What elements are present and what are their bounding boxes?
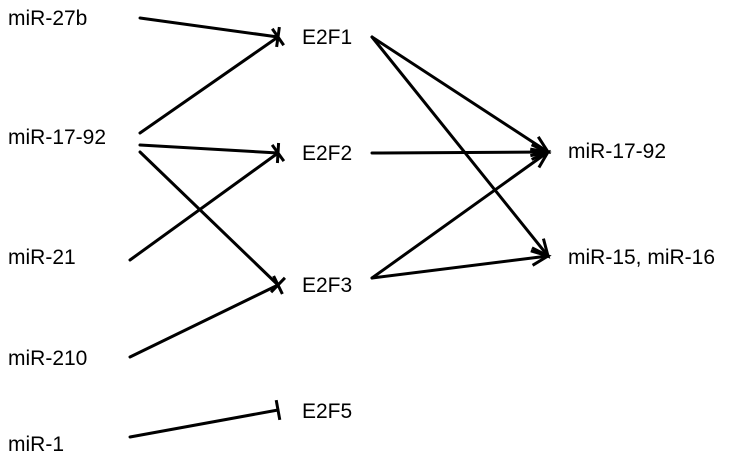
edges-layer: [128, 16, 552, 439]
node-mir21: miR-21: [8, 246, 76, 269]
edge-mir1-to-e2f5: [128, 399, 282, 439]
node-mir1: miR-1: [8, 433, 64, 456]
edge-mir21-to-e2f2: [128, 144, 286, 262]
edge-mir1792a-to-e2f2: [138, 142, 281, 164]
edge-mir1792a-to-e2f3: [138, 150, 287, 294]
edge-e2f1-to-mir1516: [370, 35, 551, 259]
inhibition-bar: [274, 399, 282, 421]
edge-mir27b-to-e2f1: [138, 16, 281, 48]
nodes-layer: miR-27b miR-17-92 miR-21 miR-210 miR-1 E…: [8, 7, 715, 456]
node-mir210: miR-210: [8, 347, 87, 370]
node-mir1516: miR-15, miR-16: [568, 246, 715, 269]
node-mir1792a: miR-17-92: [8, 126, 106, 149]
node-e2f1: E2F1: [302, 26, 352, 49]
arrowhead: [530, 149, 551, 169]
node-e2f5: E2F5: [302, 400, 352, 423]
edge-e2f1-to-mir1792b: [370, 35, 552, 155]
inhibition-bar: [270, 144, 286, 162]
node-e2f2: E2F2: [302, 142, 352, 165]
edge-mir1792a-to-e2f1: [138, 27, 285, 135]
node-mir27b: miR-27b: [8, 7, 87, 30]
edge-e2f3-to-mir1792b: [370, 149, 551, 280]
arrowhead: [530, 249, 552, 267]
inhibition-bar: [271, 27, 285, 47]
node-e2f3: E2F3: [302, 274, 352, 297]
edge-mir210-to-e2f3: [128, 275, 284, 359]
edge-e2f3-to-mir1516: [370, 249, 552, 280]
inhibition-bar: [272, 275, 284, 295]
node-mir1792b: miR-17-92: [568, 140, 666, 163]
